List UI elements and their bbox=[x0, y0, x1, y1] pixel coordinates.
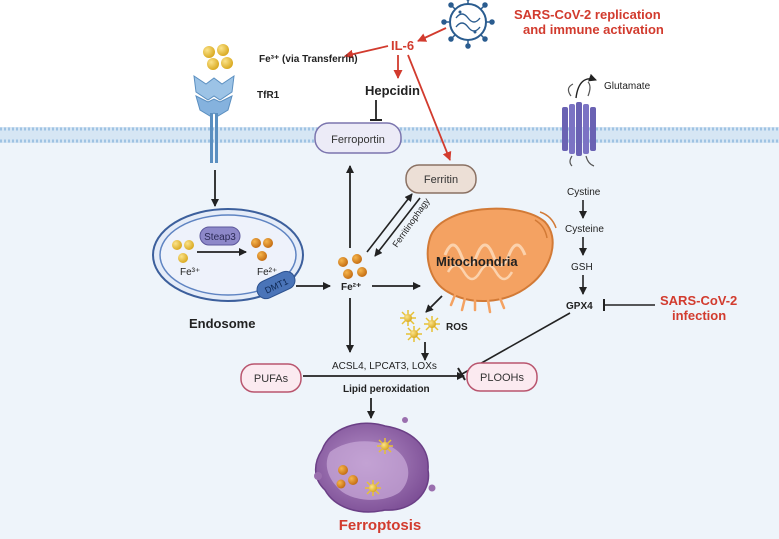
pufas-pill bbox=[240, 363, 302, 393]
mitochondrion-icon bbox=[426, 207, 557, 314]
il6-to-iron-uptake-arrow bbox=[344, 45, 389, 59]
ferritin-pill bbox=[405, 164, 477, 194]
dmt1-transporter: DMT1 bbox=[256, 270, 296, 300]
lipid-peroxidation-label: Lipid peroxidation bbox=[343, 384, 430, 395]
ferroptosis-label: Ferroptosis bbox=[339, 517, 422, 534]
steap3-protein bbox=[199, 226, 241, 246]
sars-replication-label-line2: and immune activation bbox=[523, 22, 664, 37]
ferritinophagy-arrow bbox=[374, 197, 421, 257]
ferroptotic-cell-icon bbox=[314, 417, 436, 513]
transferrin-receptor-icon bbox=[193, 74, 235, 163]
fe3-transferrin-label: Fe³⁺ (via Transferrin) bbox=[259, 54, 358, 65]
steap3-label: Steap3 bbox=[204, 232, 236, 243]
sars-infection-label-line1: SARS-CoV-2 bbox=[660, 293, 737, 308]
hepcidin-label: Hepcidin bbox=[365, 83, 420, 98]
labile-iron-pool bbox=[338, 254, 367, 279]
glutamate-label: Glutamate bbox=[604, 81, 651, 92]
sars-replication-label-line1: SARS-CoV-2 replication bbox=[514, 7, 661, 22]
gpx4-label: GPX4 bbox=[566, 301, 593, 312]
ros-label: ROS bbox=[446, 322, 468, 333]
glutamate-export-arrow bbox=[575, 73, 597, 99]
gsh-label: GSH bbox=[571, 262, 593, 273]
cysteine-label: Cysteine bbox=[565, 224, 604, 235]
iron-ions-extracellular bbox=[203, 44, 233, 70]
ferritin-label: Ferritin bbox=[424, 174, 458, 186]
plooh-label: PLOOHs bbox=[480, 372, 525, 384]
mitochondria-to-ros-arrow bbox=[425, 295, 443, 313]
virus-to-il6-arrow bbox=[417, 27, 447, 42]
enzymes-label: ACSL4, LPCAT3, LOXs bbox=[332, 361, 437, 372]
il6-label: IL-6 bbox=[391, 38, 414, 53]
mitochondria-label: Mitochondria bbox=[436, 254, 518, 269]
hepcidin-inhibition bbox=[370, 100, 382, 121]
endosome-fe2-label: Fe²⁺ bbox=[257, 267, 277, 278]
endosome-label: Endosome bbox=[189, 316, 255, 331]
cystine-glutamate-antiporter-icon bbox=[562, 81, 596, 167]
il6-to-ferritin-arrow bbox=[407, 54, 452, 161]
sars-infection-inhibition bbox=[603, 299, 655, 311]
pufas-label: PUFAs bbox=[254, 373, 289, 385]
tfr1-label: TfR1 bbox=[257, 90, 280, 101]
endosome: Steap3 Fe³⁺ Fe²⁺ bbox=[152, 208, 304, 302]
plooh-pill bbox=[466, 362, 538, 392]
cytosolic-fe2-label: Fe²⁺ bbox=[341, 282, 361, 293]
ferroportin-label: Ferroportin bbox=[331, 134, 385, 146]
iron-to-ferritin-arrow bbox=[366, 193, 413, 253]
ros-particles bbox=[400, 310, 440, 342]
sars-infection-label-line2: infection bbox=[672, 308, 726, 323]
ferroportin-pill bbox=[314, 122, 402, 154]
cystine-label: Cystine bbox=[567, 187, 601, 198]
virus-icon bbox=[441, 0, 495, 49]
endosome-fe3-label: Fe³⁺ bbox=[180, 267, 200, 278]
